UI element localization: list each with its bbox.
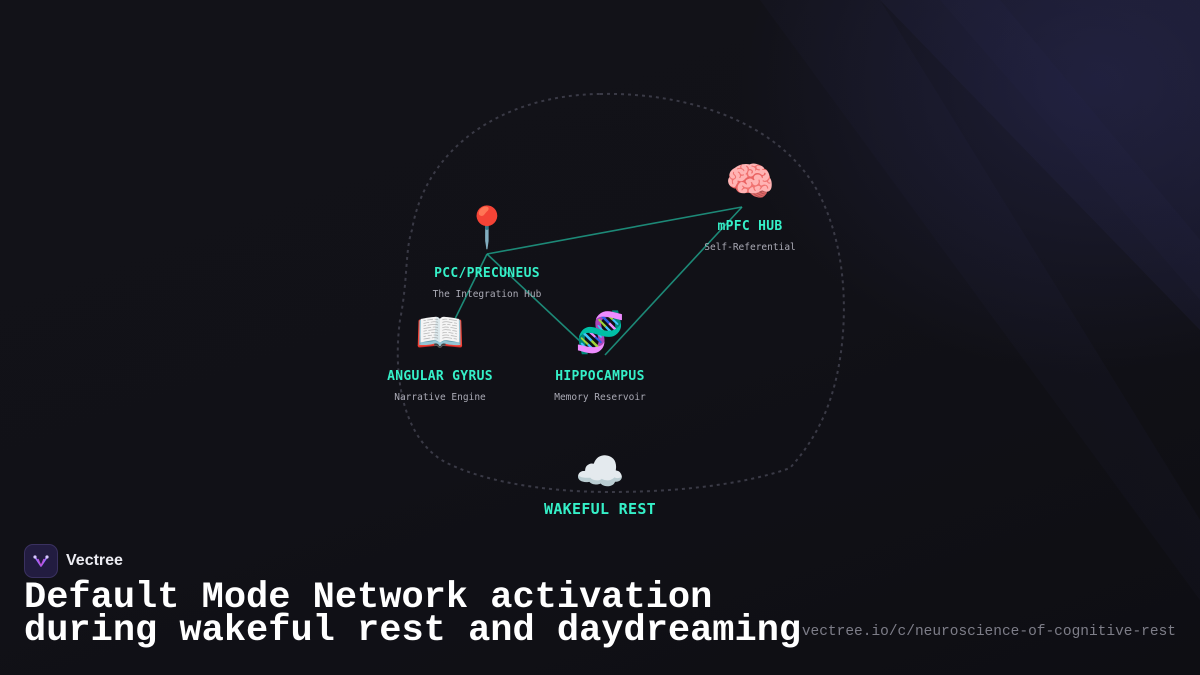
node-subtitle-pcc: The Integration Hub <box>432 289 542 300</box>
edge-hippocampus-mpfc <box>604 206 743 356</box>
source-url[interactable]: vectree.io/c/neuroscience-of-cognitive-r… <box>801 624 1176 640</box>
book-icon[interactable]: 📖 <box>415 310 465 356</box>
node-title-pcc: PCC/PRECUNEUS <box>434 266 540 281</box>
node-subtitle-hippocampus: Memory Reservoir <box>554 392 646 403</box>
brand-name: Vectree <box>66 552 123 569</box>
edge-pcc-mpfc <box>486 206 743 255</box>
brain-outline <box>396 92 845 494</box>
node-title-hippocampus: HIPPOCAMPUS <box>555 369 645 384</box>
edge-pcc-angular <box>451 253 488 326</box>
node-title-mpfc: mPFC HUB <box>717 219 783 234</box>
node-subtitle-angular-gyrus: Narrative Engine <box>394 392 486 403</box>
page-title: Default Mode Network activation during w… <box>24 577 802 652</box>
pin-icon[interactable]: 📍 <box>462 205 512 251</box>
cloud-icon: ☁️ <box>575 449 625 495</box>
dna-icon[interactable]: 🧬 <box>575 310 625 356</box>
vectree-logo-icon <box>24 544 58 578</box>
node-title-angular-gyrus: ANGULAR GYRUS <box>387 369 493 384</box>
edge-pcc-hippocampus <box>486 253 583 344</box>
brain-icon[interactable]: 🧠 <box>725 159 775 205</box>
brand: Vectree <box>24 544 123 578</box>
wakeful-rest-label: WAKEFUL REST <box>544 500 656 518</box>
node-subtitle-mpfc: Self-Referential <box>704 242 796 253</box>
